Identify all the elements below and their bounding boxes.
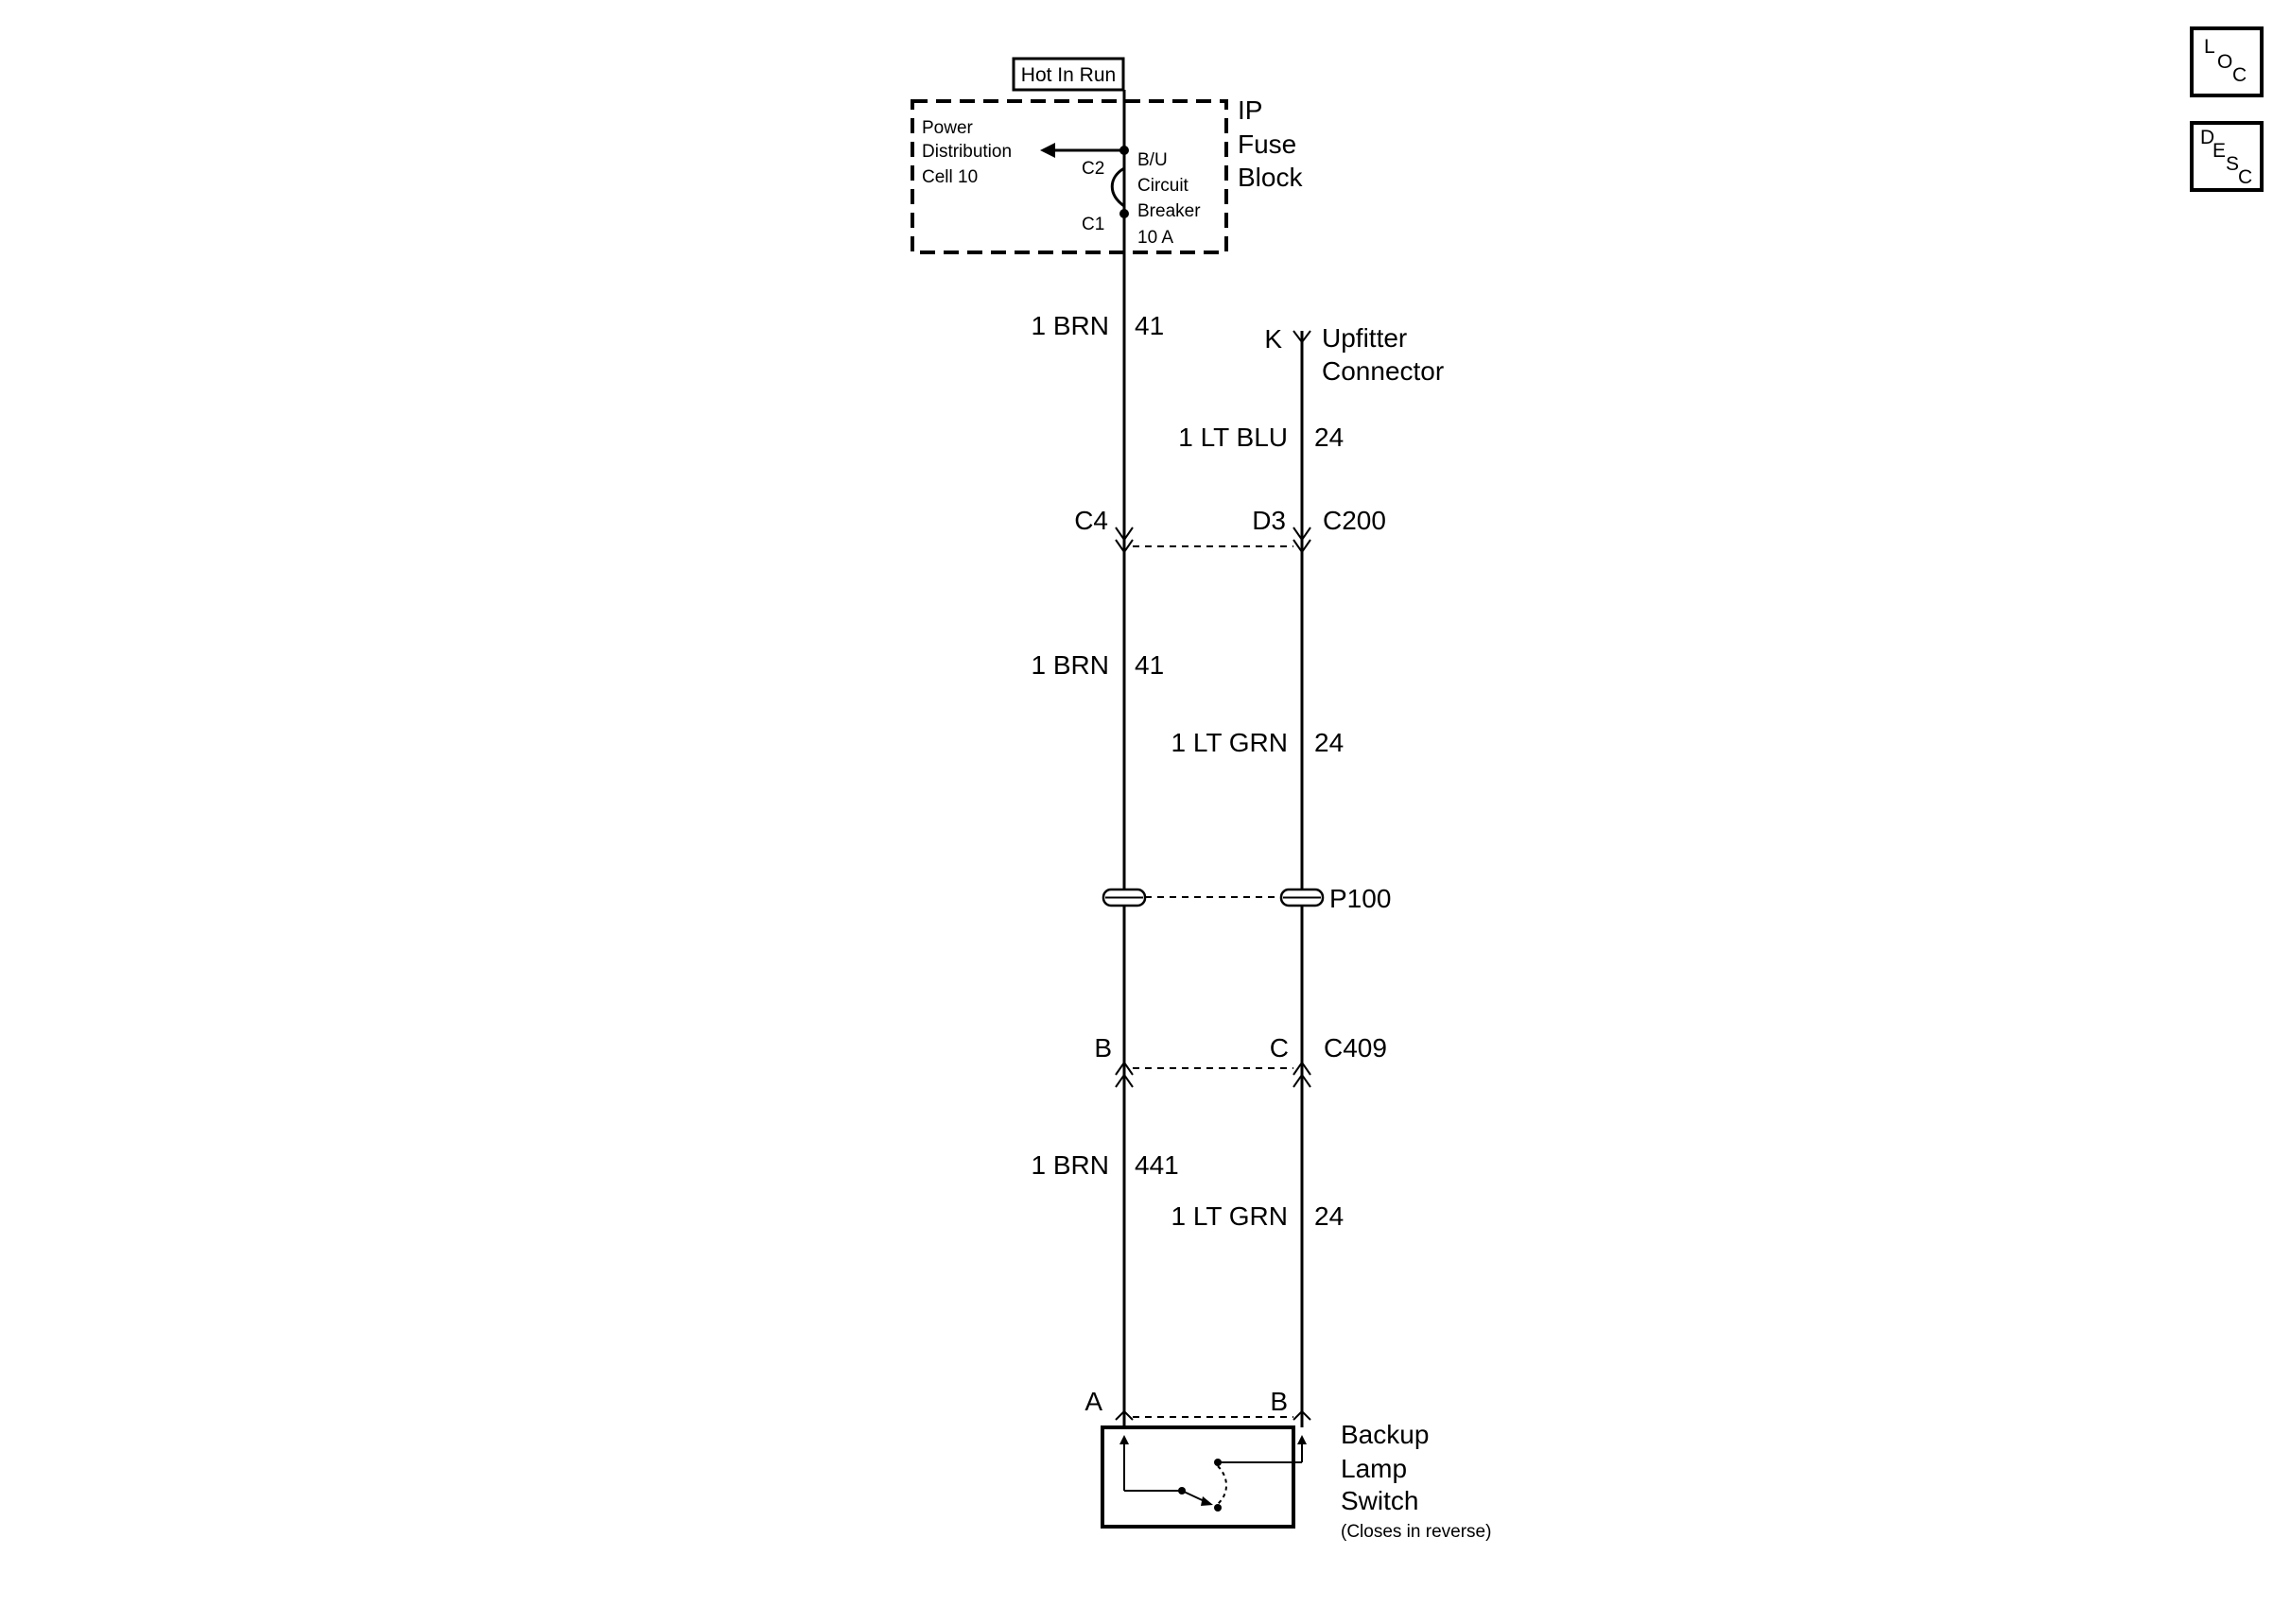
wire-label-w4: 1 LT GRN 24: [1171, 728, 1345, 757]
breaker-label-line-3: Breaker: [1137, 201, 1201, 221]
switch-name-line-2: Lamp: [1341, 1454, 1407, 1483]
breaker-label-line-2: Circuit: [1137, 176, 1189, 196]
connector-p100: P100: [1102, 884, 1391, 913]
wire-circuit: 41: [1135, 311, 1164, 340]
wire-circuit: 24: [1314, 423, 1344, 452]
desc-letter-3: S: [2226, 153, 2239, 175]
power-distribution-line-2: Distribution: [922, 142, 1012, 162]
c409-left-pin: B: [1094, 1033, 1112, 1063]
wire-circuit: 24: [1314, 1201, 1344, 1231]
power-source-label: Hot In Run: [1021, 64, 1116, 86]
connector-c200: C4 D3 C200: [1074, 506, 1386, 554]
loc-letter-1: L: [2204, 36, 2215, 58]
loc-button[interactable]: L O C: [2190, 26, 2264, 97]
breaker-label-line-1: B/U: [1137, 150, 1168, 170]
wire-label-w5: 1 BRN 441: [1032, 1150, 1179, 1180]
backup-lamp-switch: A B Backup Lamp Switch (Closes in revers…: [1084, 1387, 1491, 1542]
power-distribution-arrow: [1040, 143, 1055, 158]
fuse-block-name-line-2: Fuse: [1238, 130, 1296, 159]
upfitter-name-line-2: Connector: [1322, 356, 1444, 386]
switch-pin-a: A: [1084, 1387, 1102, 1416]
breaker-element: [1110, 166, 1125, 208]
wire-label-w3: 1 BRN 41: [1032, 650, 1165, 680]
c409-name: C409: [1324, 1033, 1387, 1063]
fuse-block-name-line-1: IP: [1238, 95, 1262, 125]
fuse-block-name-line-3: Block: [1238, 163, 1303, 192]
c200-left-pin: C4: [1074, 506, 1108, 535]
breaker-pin-c2: C2: [1082, 159, 1104, 179]
wire-circuit: 441: [1135, 1150, 1179, 1180]
loc-letter-2: O: [2217, 51, 2232, 73]
wire-circuit: 24: [1314, 728, 1344, 757]
c200-name: C200: [1323, 506, 1386, 535]
switch-note: (Closes in reverse): [1341, 1522, 1491, 1542]
c200-right-pin: D3: [1252, 506, 1286, 535]
power-distribution-line-1: Power: [922, 118, 974, 138]
wire-label-w1: 1 BRN 41: [1032, 311, 1165, 340]
wire-color: 1 BRN: [1032, 311, 1109, 340]
wire-label-w6: 1 LT GRN 24: [1171, 1201, 1345, 1231]
wire-color: 1 LT GRN: [1171, 728, 1288, 757]
switch-name-line-3: Switch: [1341, 1486, 1418, 1515]
desc-letter-4: C: [2238, 166, 2252, 188]
wire-circuit: 41: [1135, 650, 1164, 680]
connector-c409: B C C409: [1094, 1033, 1387, 1088]
upfitter-connector: K Upfitter Connector: [1264, 323, 1444, 386]
power-source: Hot In Run: [1012, 57, 1125, 92]
wire-color: 1 LT GRN: [1171, 1201, 1288, 1231]
breaker-pin-c1: C1: [1082, 215, 1104, 234]
desc-letter-2: E: [2212, 140, 2226, 162]
wire-color: 1 BRN: [1032, 1150, 1109, 1180]
breaker-label-line-4: 10 A: [1137, 228, 1173, 248]
desc-letter-1: D: [2200, 127, 2214, 148]
upfitter-pin: K: [1264, 324, 1282, 354]
c409-right-pin: C: [1270, 1033, 1289, 1063]
ip-fuse-block: IP Fuse Block Power Distribution Cell 10…: [911, 95, 1303, 254]
wire-color: 1 BRN: [1032, 650, 1109, 680]
power-distribution-line-3: Cell 10: [922, 167, 978, 187]
fuse-block-outline: [911, 99, 1228, 254]
p100-name: P100: [1329, 884, 1391, 913]
switch-body: [1101, 1425, 1295, 1529]
desc-button[interactable]: D E S C: [2190, 121, 2264, 192]
wire-color: 1 LT BLU: [1178, 423, 1288, 452]
upfitter-connector-symbol: [1293, 330, 1311, 344]
switch-name-line-1: Backup: [1341, 1420, 1429, 1449]
wire-label-w2: 1 LT BLU 24: [1178, 423, 1344, 452]
upfitter-name-line-1: Upfitter: [1322, 323, 1407, 353]
switch-pin-b: B: [1270, 1387, 1288, 1416]
loc-letter-3: C: [2232, 64, 2247, 86]
